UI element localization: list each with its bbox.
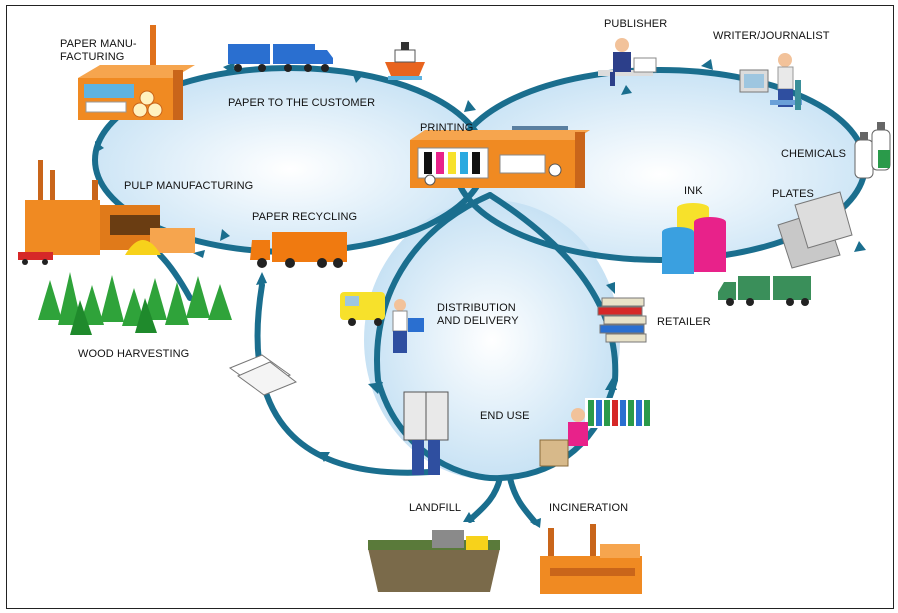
label-writer-journalist: WRITER/JOURNALIST (713, 30, 830, 42)
newspaper-reader-icon (403, 391, 449, 475)
label-chemicals: CHEMICALS (781, 148, 847, 160)
reading-woman-icon (539, 398, 660, 467)
orange-truck-icon (250, 232, 347, 268)
recycle-arc (254, 282, 433, 476)
books-icon (597, 297, 647, 343)
ship-icon (385, 42, 425, 80)
right-loop-fill (455, 70, 865, 260)
pulp-mill-icon (18, 160, 195, 265)
blue-truck-icon (228, 44, 333, 72)
incinerator-icon (540, 524, 642, 594)
label-paper-to-customer: PAPER TO THE CUSTOMER (228, 97, 376, 109)
ink-barrels-icon (662, 203, 726, 274)
lower-left-arc (374, 192, 493, 383)
green-truck-icon (718, 276, 811, 306)
left-loop-fill (95, 68, 485, 252)
label-incineration: INCINERATION (549, 502, 629, 514)
label-printing: PRINTING (420, 122, 474, 134)
label-retailer: RETAILER (657, 316, 711, 328)
label-landfill: LANDFILL (409, 502, 462, 514)
label-pulp-manufacturing: PULP MANUFACTURING (124, 180, 254, 192)
chemical-bottles-icon (854, 122, 891, 179)
forest-icon (38, 272, 232, 335)
printing-plates-icon (777, 191, 853, 269)
label-paper-manufacturing: PAPER MANU- FACTURING (60, 38, 137, 63)
label-plates: PLATES (772, 188, 814, 200)
wood-to-pulp-arrow (157, 252, 193, 301)
landfill-icon (368, 530, 500, 592)
label-ink: INK (684, 185, 703, 197)
delivery-van-icon (340, 292, 424, 353)
paper-mill-icon (78, 25, 195, 120)
incineration-arrow (507, 475, 538, 525)
printing-press-icon (410, 126, 590, 188)
label-distribution: DISTRIBUTION AND DELIVERY (437, 302, 519, 327)
arrow-heads (95, 59, 866, 528)
label-publisher: PUBLISHER (604, 18, 668, 30)
label-wood-harvesting: WOOD HARVESTING (78, 348, 190, 360)
lower-right-arc (487, 192, 619, 383)
waste-paper-icon (228, 354, 297, 396)
landfill-arrow (467, 475, 503, 523)
writer-icon (739, 53, 802, 110)
publisher-icon (598, 38, 657, 86)
label-paper-recycling: PAPER RECYCLING (252, 211, 358, 223)
label-end-use: END USE (480, 410, 530, 422)
